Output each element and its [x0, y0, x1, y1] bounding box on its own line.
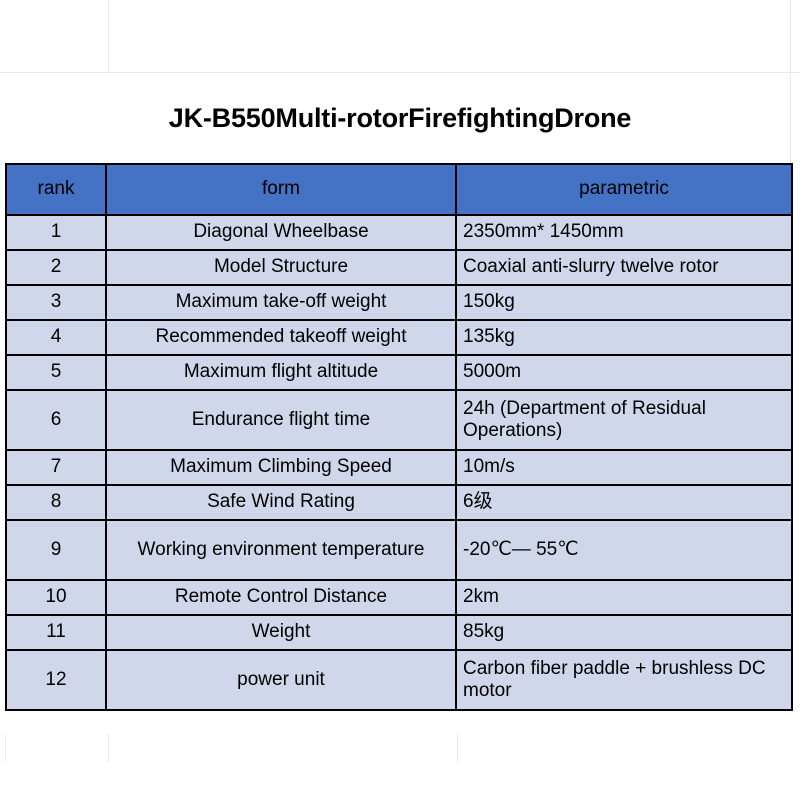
- column-header-rank: rank: [5, 163, 107, 216]
- cell-rank: 11: [5, 614, 107, 651]
- cell-form: Working environment temperature: [105, 519, 457, 581]
- table-row: 1 Diagonal Wheelbase 2350mm* 1450mm: [5, 214, 793, 251]
- table-row: 12 power unit Carbon fiber paddle + brus…: [5, 649, 793, 711]
- cell-rank: 8: [5, 484, 107, 521]
- cell-parametric: 85kg: [455, 614, 793, 651]
- table-row: 8 Safe Wind Rating 6级: [5, 484, 793, 521]
- background-gridline-horizontal: [0, 72, 800, 73]
- cell-form: Maximum Climbing Speed: [105, 449, 457, 486]
- table-row: 6 Endurance flight time 24h (Department …: [5, 389, 793, 451]
- cell-form: Maximum flight altitude: [105, 354, 457, 391]
- table-row: 7 Maximum Climbing Speed 10m/s: [5, 449, 793, 486]
- cell-parametric: 24h (Department of Residual Operations): [455, 389, 793, 451]
- cell-form: Safe Wind Rating: [105, 484, 457, 521]
- cell-rank: 2: [5, 249, 107, 286]
- cell-rank: 5: [5, 354, 107, 391]
- cell-form: Recommended takeoff weight: [105, 319, 457, 356]
- cell-parametric: 2km: [455, 579, 793, 616]
- table-row: 9 Working environment temperature -20℃— …: [5, 519, 793, 581]
- cell-form: Remote Control Distance: [105, 579, 457, 616]
- table-row: 2 Model Structure Coaxial anti-slurry tw…: [5, 249, 793, 286]
- background-gridline-vertical: [457, 734, 458, 762]
- table-row: 5 Maximum flight altitude 5000m: [5, 354, 793, 391]
- column-header-parametric: parametric: [455, 163, 793, 216]
- cell-parametric: -20℃— 55℃: [455, 519, 793, 581]
- cell-rank: 9: [5, 519, 107, 581]
- cell-parametric: 2350mm* 1450mm: [455, 214, 793, 251]
- cell-form: Model Structure: [105, 249, 457, 286]
- background-gridline-vertical: [790, 0, 791, 163]
- table-header-row: rank form parametric: [5, 163, 793, 216]
- cell-parametric: Carbon fiber paddle + brushless DC motor: [455, 649, 793, 711]
- specification-table-container: rank form parametric 1 Diagonal Wheelbas…: [5, 163, 793, 711]
- table-row: 4 Recommended takeoff weight 135kg: [5, 319, 793, 356]
- cell-rank: 4: [5, 319, 107, 356]
- cell-form: Endurance flight time: [105, 389, 457, 451]
- cell-parametric: 5000m: [455, 354, 793, 391]
- cell-parametric: 10m/s: [455, 449, 793, 486]
- cell-rank: 1: [5, 214, 107, 251]
- table-row: 10 Remote Control Distance 2km: [5, 579, 793, 616]
- cell-parametric: 150kg: [455, 284, 793, 321]
- page-title: JK-B550Multi-rotorFirefightingDrone: [168, 102, 632, 133]
- cell-form: Maximum take-off weight: [105, 284, 457, 321]
- cell-parametric: 6级: [455, 484, 793, 521]
- background-gridline-vertical: [108, 0, 109, 73]
- cell-parametric: 135kg: [455, 319, 793, 356]
- cell-rank: 3: [5, 284, 107, 321]
- cell-rank: 7: [5, 449, 107, 486]
- cell-form: power unit: [105, 649, 457, 711]
- cell-form: Diagonal Wheelbase: [105, 214, 457, 251]
- background-gridline-vertical: [5, 734, 6, 762]
- table-row: 11 Weight 85kg: [5, 614, 793, 651]
- cell-form: Weight: [105, 614, 457, 651]
- table-body: 1 Diagonal Wheelbase 2350mm* 1450mm 2 Mo…: [5, 214, 793, 711]
- table-header: rank form parametric: [5, 163, 793, 216]
- cell-rank: 12: [5, 649, 107, 711]
- background-gridline-vertical: [108, 734, 109, 762]
- table-row: 3 Maximum take-off weight 150kg: [5, 284, 793, 321]
- column-header-form: form: [105, 163, 457, 216]
- cell-parametric: Coaxial anti-slurry twelve rotor: [455, 249, 793, 286]
- specification-table: rank form parametric 1 Diagonal Wheelbas…: [5, 163, 793, 711]
- title-band: JK-B550Multi-rotorFirefightingDrone: [0, 73, 800, 163]
- cell-rank: 6: [5, 389, 107, 451]
- cell-rank: 10: [5, 579, 107, 616]
